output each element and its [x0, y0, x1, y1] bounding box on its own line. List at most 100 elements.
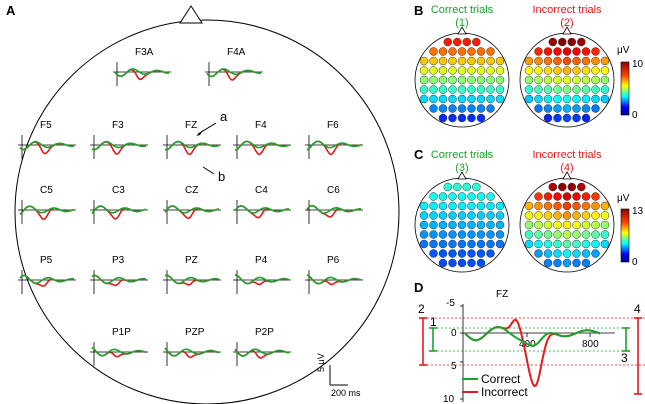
electrode-dot	[476, 94, 486, 104]
erp-plot-f4a: F4A	[205, 47, 263, 86]
electrode-dot	[448, 104, 457, 113]
electrode-dot	[448, 230, 457, 239]
electrode-dot	[553, 211, 562, 220]
electrode-dot	[429, 201, 438, 211]
electrode-dot	[543, 258, 553, 268]
erp-plot-c3: C3	[90, 185, 148, 224]
electrode-dot	[486, 230, 495, 239]
erp-trace-correct	[114, 68, 170, 78]
electrode-dot	[562, 104, 572, 113]
electrode-dot	[438, 47, 448, 56]
electrode-dot	[457, 258, 467, 268]
electrode-dot	[562, 211, 572, 220]
electrode-dot	[429, 85, 438, 94]
electrode-dot	[591, 66, 600, 75]
electrode-dot	[558, 37, 567, 47]
electrode-dot	[591, 201, 600, 211]
channel-label-f4: F4	[255, 120, 267, 131]
electrode-dot	[524, 230, 534, 239]
electrode-dot	[467, 66, 476, 75]
electrode-dot	[495, 239, 505, 249]
electrode-dot	[457, 104, 467, 113]
electrode-dot	[581, 258, 591, 268]
electrode-dot	[577, 37, 586, 47]
erp-plot-c5: C5	[18, 185, 76, 224]
electrode-dot	[524, 211, 534, 220]
erp-plot-f6: F6	[305, 120, 363, 159]
electrode-dot	[534, 220, 543, 230]
electrode-dot	[543, 192, 553, 201]
electrode-dot	[486, 66, 495, 75]
topomap-incorrect-2	[519, 26, 615, 128]
electrode-dot	[581, 47, 591, 56]
electrode-dot	[457, 94, 467, 104]
electrode-dot	[572, 85, 581, 94]
electrode-dot	[524, 56, 534, 66]
electrode-dot	[572, 211, 581, 220]
fz-trace-correct	[464, 326, 601, 347]
electrode-dot	[553, 201, 562, 211]
electrode-dot	[553, 258, 562, 268]
electrode-dot	[534, 66, 543, 75]
electrode-dot	[562, 220, 572, 230]
electrode-dot	[495, 75, 505, 85]
electrode-dot	[581, 104, 591, 113]
electrode-dot	[534, 230, 543, 239]
electrode-dot	[591, 56, 600, 66]
electrode-dot	[548, 37, 558, 47]
electrode-dot	[467, 201, 476, 211]
scale-time-label: 200 ms	[331, 388, 361, 398]
electrode-dot	[429, 230, 438, 239]
electrode-dot	[462, 37, 472, 47]
electrode-dot	[429, 211, 438, 220]
electrode-dot	[581, 66, 591, 75]
channel-label-f6: F6	[327, 120, 339, 131]
electrode-dot	[553, 249, 562, 258]
electrode-dot	[553, 192, 562, 201]
electrode-dot	[543, 249, 553, 258]
electrode-dot	[524, 85, 534, 94]
electrode-dot	[534, 211, 543, 220]
electrode-dot	[457, 239, 467, 249]
electrode-dot	[448, 220, 457, 230]
electrode-dot	[600, 94, 610, 104]
electrode-dot	[600, 211, 610, 220]
electrode-dot	[419, 239, 429, 249]
colorbar-c-min: 0	[632, 257, 638, 268]
electrode-dot	[534, 47, 543, 56]
erp-plot-fz: FZ	[163, 120, 221, 159]
electrode-dot	[600, 56, 610, 66]
electrode-dot	[572, 113, 581, 123]
electrode-dot	[429, 192, 438, 201]
electrode-dot	[467, 56, 476, 66]
electrode-dot	[476, 211, 486, 220]
electrode-dot	[438, 113, 448, 123]
electrode-dot	[457, 230, 467, 239]
electrode-dot	[443, 37, 453, 47]
electrode-dot	[543, 113, 553, 123]
map2-number: (2)	[560, 17, 573, 29]
electrode-dot	[524, 66, 534, 75]
electrode-dot	[495, 66, 505, 75]
electrode-dot	[591, 192, 600, 201]
electrode-dot	[495, 201, 505, 211]
marker-a-arrowhead	[196, 130, 203, 136]
electrode-dot	[462, 182, 472, 192]
erp-plot-p5: P5	[18, 255, 76, 294]
panel-label-c: C	[414, 147, 424, 162]
channel-label-fz: FZ	[185, 120, 197, 131]
electrode-dot	[448, 75, 457, 85]
electrode-dot	[562, 75, 572, 85]
channel-label-f3: F3	[112, 120, 124, 131]
electrode-dot	[534, 192, 543, 201]
electrode-dot	[581, 201, 591, 211]
electrode-dot	[486, 47, 495, 56]
erp-plot-c6: C6	[305, 185, 363, 224]
electrode-dot	[476, 239, 486, 249]
electrode-dot	[562, 113, 572, 123]
electrode-dot	[572, 56, 581, 66]
electrode-dot	[448, 239, 457, 249]
range-label-4: 4	[634, 302, 641, 316]
